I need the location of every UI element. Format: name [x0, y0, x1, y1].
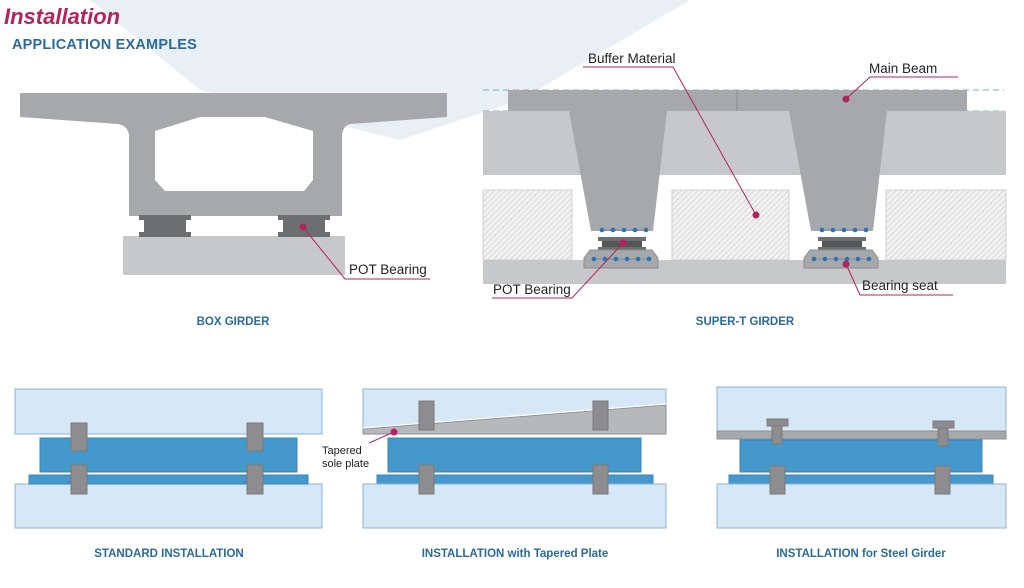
rebar-dot	[819, 227, 825, 233]
buffer-material-label: Buffer Material	[588, 51, 676, 66]
rebar-dot	[602, 256, 608, 262]
steel-girder-caption: INSTALLATION for Steel Girder	[776, 548, 946, 560]
rebar-dot	[830, 227, 836, 233]
rebar-dot	[833, 256, 839, 262]
standard-installation-caption: STANDARD INSTALLATION	[94, 548, 244, 560]
rebar-dot	[646, 256, 652, 262]
rebar-dot	[599, 227, 605, 233]
box-girder-diagram	[20, 93, 447, 280]
standard-installation-diagram	[14, 388, 323, 529]
buffer-block-right	[885, 189, 1007, 261]
tapered-sole-plate-label: Tapered sole plate	[322, 445, 370, 470]
rebar-dot	[822, 256, 828, 262]
rebar-dot	[613, 256, 619, 262]
rebar-dot	[635, 256, 641, 262]
leader-line	[583, 66, 757, 216]
page-title: Installation	[4, 4, 121, 29]
bearing-seat-label: Bearing seat	[862, 278, 938, 293]
rebar-dot	[643, 227, 649, 233]
background-shape	[90, 0, 690, 140]
leader-line	[368, 431, 395, 444]
box-girder-body	[20, 93, 447, 216]
rebar-dot	[855, 256, 861, 262]
super-t-girder-diagram	[482, 66, 1007, 299]
tapered-installation-caption: INSTALLATION with Tapered Plate	[421, 548, 609, 560]
super-t-bearing-right	[803, 237, 879, 269]
rebar-dot	[863, 227, 869, 233]
tapered-sole-plate	[362, 404, 667, 435]
rebar-dot	[610, 227, 616, 233]
rebar-dot	[632, 227, 638, 233]
rebar-dot	[621, 227, 627, 233]
leader-line	[845, 263, 953, 296]
leader-line	[845, 76, 958, 100]
main-beam-label: Main Beam	[869, 61, 938, 76]
rebar-dot	[591, 256, 597, 262]
rebar-rows	[591, 227, 872, 262]
box-girder-caption: BOX GIRDER	[196, 316, 270, 328]
rebar-dot	[852, 227, 858, 233]
super-t-pot-bearing-label: POT Bearing	[493, 282, 571, 297]
rebar-dot	[866, 256, 872, 262]
buffer-block-left	[482, 189, 573, 261]
t-web-left	[569, 111, 667, 231]
tapered-installation-diagram	[362, 388, 667, 529]
rebar-dot	[624, 256, 630, 262]
leader-line	[302, 226, 430, 280]
pot-bearing-left	[139, 215, 191, 237]
rebar-dot	[844, 256, 850, 262]
steel-girder-installation-diagram	[716, 386, 1007, 529]
rebar-dot	[841, 227, 847, 233]
deck-slab	[483, 111, 1006, 175]
box-pot-bearing-label: POT Bearing	[349, 262, 427, 277]
buffer-block-middle	[671, 189, 790, 261]
page-subtitle: APPLICATION EXAMPLES	[12, 37, 197, 53]
box-pier	[123, 236, 345, 275]
leader-line	[492, 242, 624, 299]
t-web-right	[789, 111, 887, 231]
super-t-girder-caption: SUPER-T GIRDER	[695, 316, 795, 328]
pier-cap	[483, 260, 1006, 284]
rebar-dot	[811, 256, 817, 262]
